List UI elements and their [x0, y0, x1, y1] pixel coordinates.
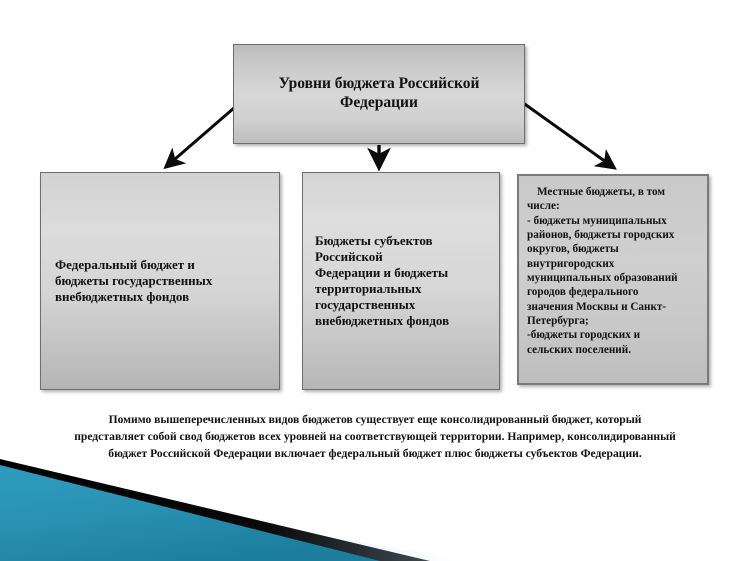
federal-line2: бюджеты государственных [55, 273, 213, 289]
diagram-node-subjects[interactable]: Бюджеты субъектов Российской Федерации и… [302, 172, 500, 390]
diagram-node-local[interactable]: Местные бюджеты, в том числе: - бюджеты … [517, 174, 709, 385]
local-line12: сельских поселений. [527, 343, 631, 356]
diagram-node-federal-label: Федеральный бюджет и бюджеты государстве… [55, 257, 212, 305]
diagram-node-federal[interactable]: Федеральный бюджет и бюджеты государстве… [40, 172, 280, 390]
decoration-teal-wedge [0, 465, 380, 561]
diagram-node-local-label: Местные бюджеты, в том числе: - бюджеты … [527, 185, 699, 357]
decoration-black-stripe [0, 459, 430, 561]
subjects-line2: Российской [315, 249, 383, 265]
diagram-root-label-line1: Уровни бюджета Российской [278, 75, 480, 93]
diagram-root-node[interactable]: Уровни бюджета Российской Федерации [233, 44, 525, 144]
arrow-to-local [511, 93, 617, 170]
federal-line3: внебюджетных фондов [55, 288, 190, 304]
subjects-line6: внебюджетных фондов [315, 312, 450, 328]
subjects-line1: Бюджеты субъектов [315, 233, 433, 249]
subjects-line5: государственных [315, 296, 416, 312]
diagram-root-label: Уровни бюджета Российской Федерации [279, 75, 480, 113]
decoration-pale-band [0, 481, 470, 561]
corner-decoration [0, 459, 470, 561]
local-line2: числе: [527, 200, 560, 213]
caption-line2: представляет собой свод бюджетов всех ур… [74, 429, 676, 443]
local-line10: Петербурга; [527, 314, 589, 327]
local-line4: районов, бюджеты городских [527, 228, 675, 241]
subjects-line4: территориальных [315, 281, 422, 296]
local-line5: округов, бюджеты [527, 243, 619, 256]
local-line8: городов федерального [527, 286, 639, 299]
caption-paragraph: Помимо вышеперечисленных видов бюджетов … [28, 412, 722, 462]
local-line11: -бюджеты городских и [527, 329, 641, 342]
local-line1: Местные бюджеты, в том [537, 186, 666, 198]
caption-line1: Помимо вышеперечисленных видов бюджетов … [108, 413, 642, 426]
diagram-node-subjects-label: Бюджеты субъектов Российской Федерации и… [315, 233, 449, 328]
caption-line3: бюджет Российской Федерации включает фед… [108, 446, 642, 460]
federal-line1: Федеральный бюджет и [55, 257, 195, 273]
local-line6: внутригородских [527, 257, 615, 270]
local-line3: - бюджеты муниципальных [527, 214, 667, 227]
subjects-line3: Федерации и бюджеты [315, 265, 449, 281]
local-line9: значения Москвы и Санкт- [527, 300, 667, 313]
diagram-root-label-line2: Федерации [340, 94, 418, 111]
local-line7: муниципальных образований [527, 271, 678, 284]
